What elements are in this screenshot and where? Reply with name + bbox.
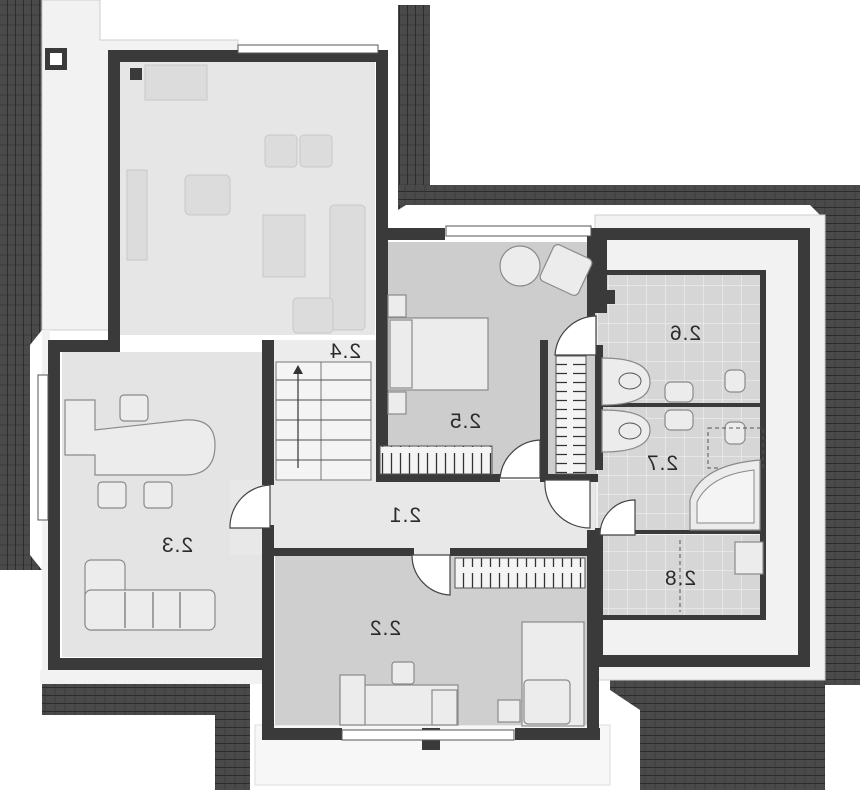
- room-label-2-6: 2.6: [669, 322, 701, 345]
- staircase: [275, 361, 372, 481]
- room-label-2-7: 2.7: [646, 452, 678, 475]
- bedroom-furniture: [379, 244, 593, 475]
- room22-furniture: [339, 557, 586, 727]
- room-label-2-1: 2.1: [389, 504, 421, 527]
- windows: [37, 44, 592, 741]
- room-label-2-4: 2.4: [329, 340, 361, 363]
- attic-furniture: [126, 64, 366, 334]
- room-label-2-3: 2.3: [161, 534, 193, 557]
- doors: [229, 315, 636, 596]
- office-furniture: [64, 394, 216, 631]
- room-label-2-8: 2.8: [664, 567, 696, 590]
- room-label-2-2: 2.2: [369, 617, 401, 640]
- bathroom-fixtures: [601, 290, 764, 612]
- room-label-2-5: 2.5: [449, 410, 481, 433]
- room-labels: 2.4 2.5 2.6 2.7 2.1 2.3 2.8 2.2: [161, 322, 701, 640]
